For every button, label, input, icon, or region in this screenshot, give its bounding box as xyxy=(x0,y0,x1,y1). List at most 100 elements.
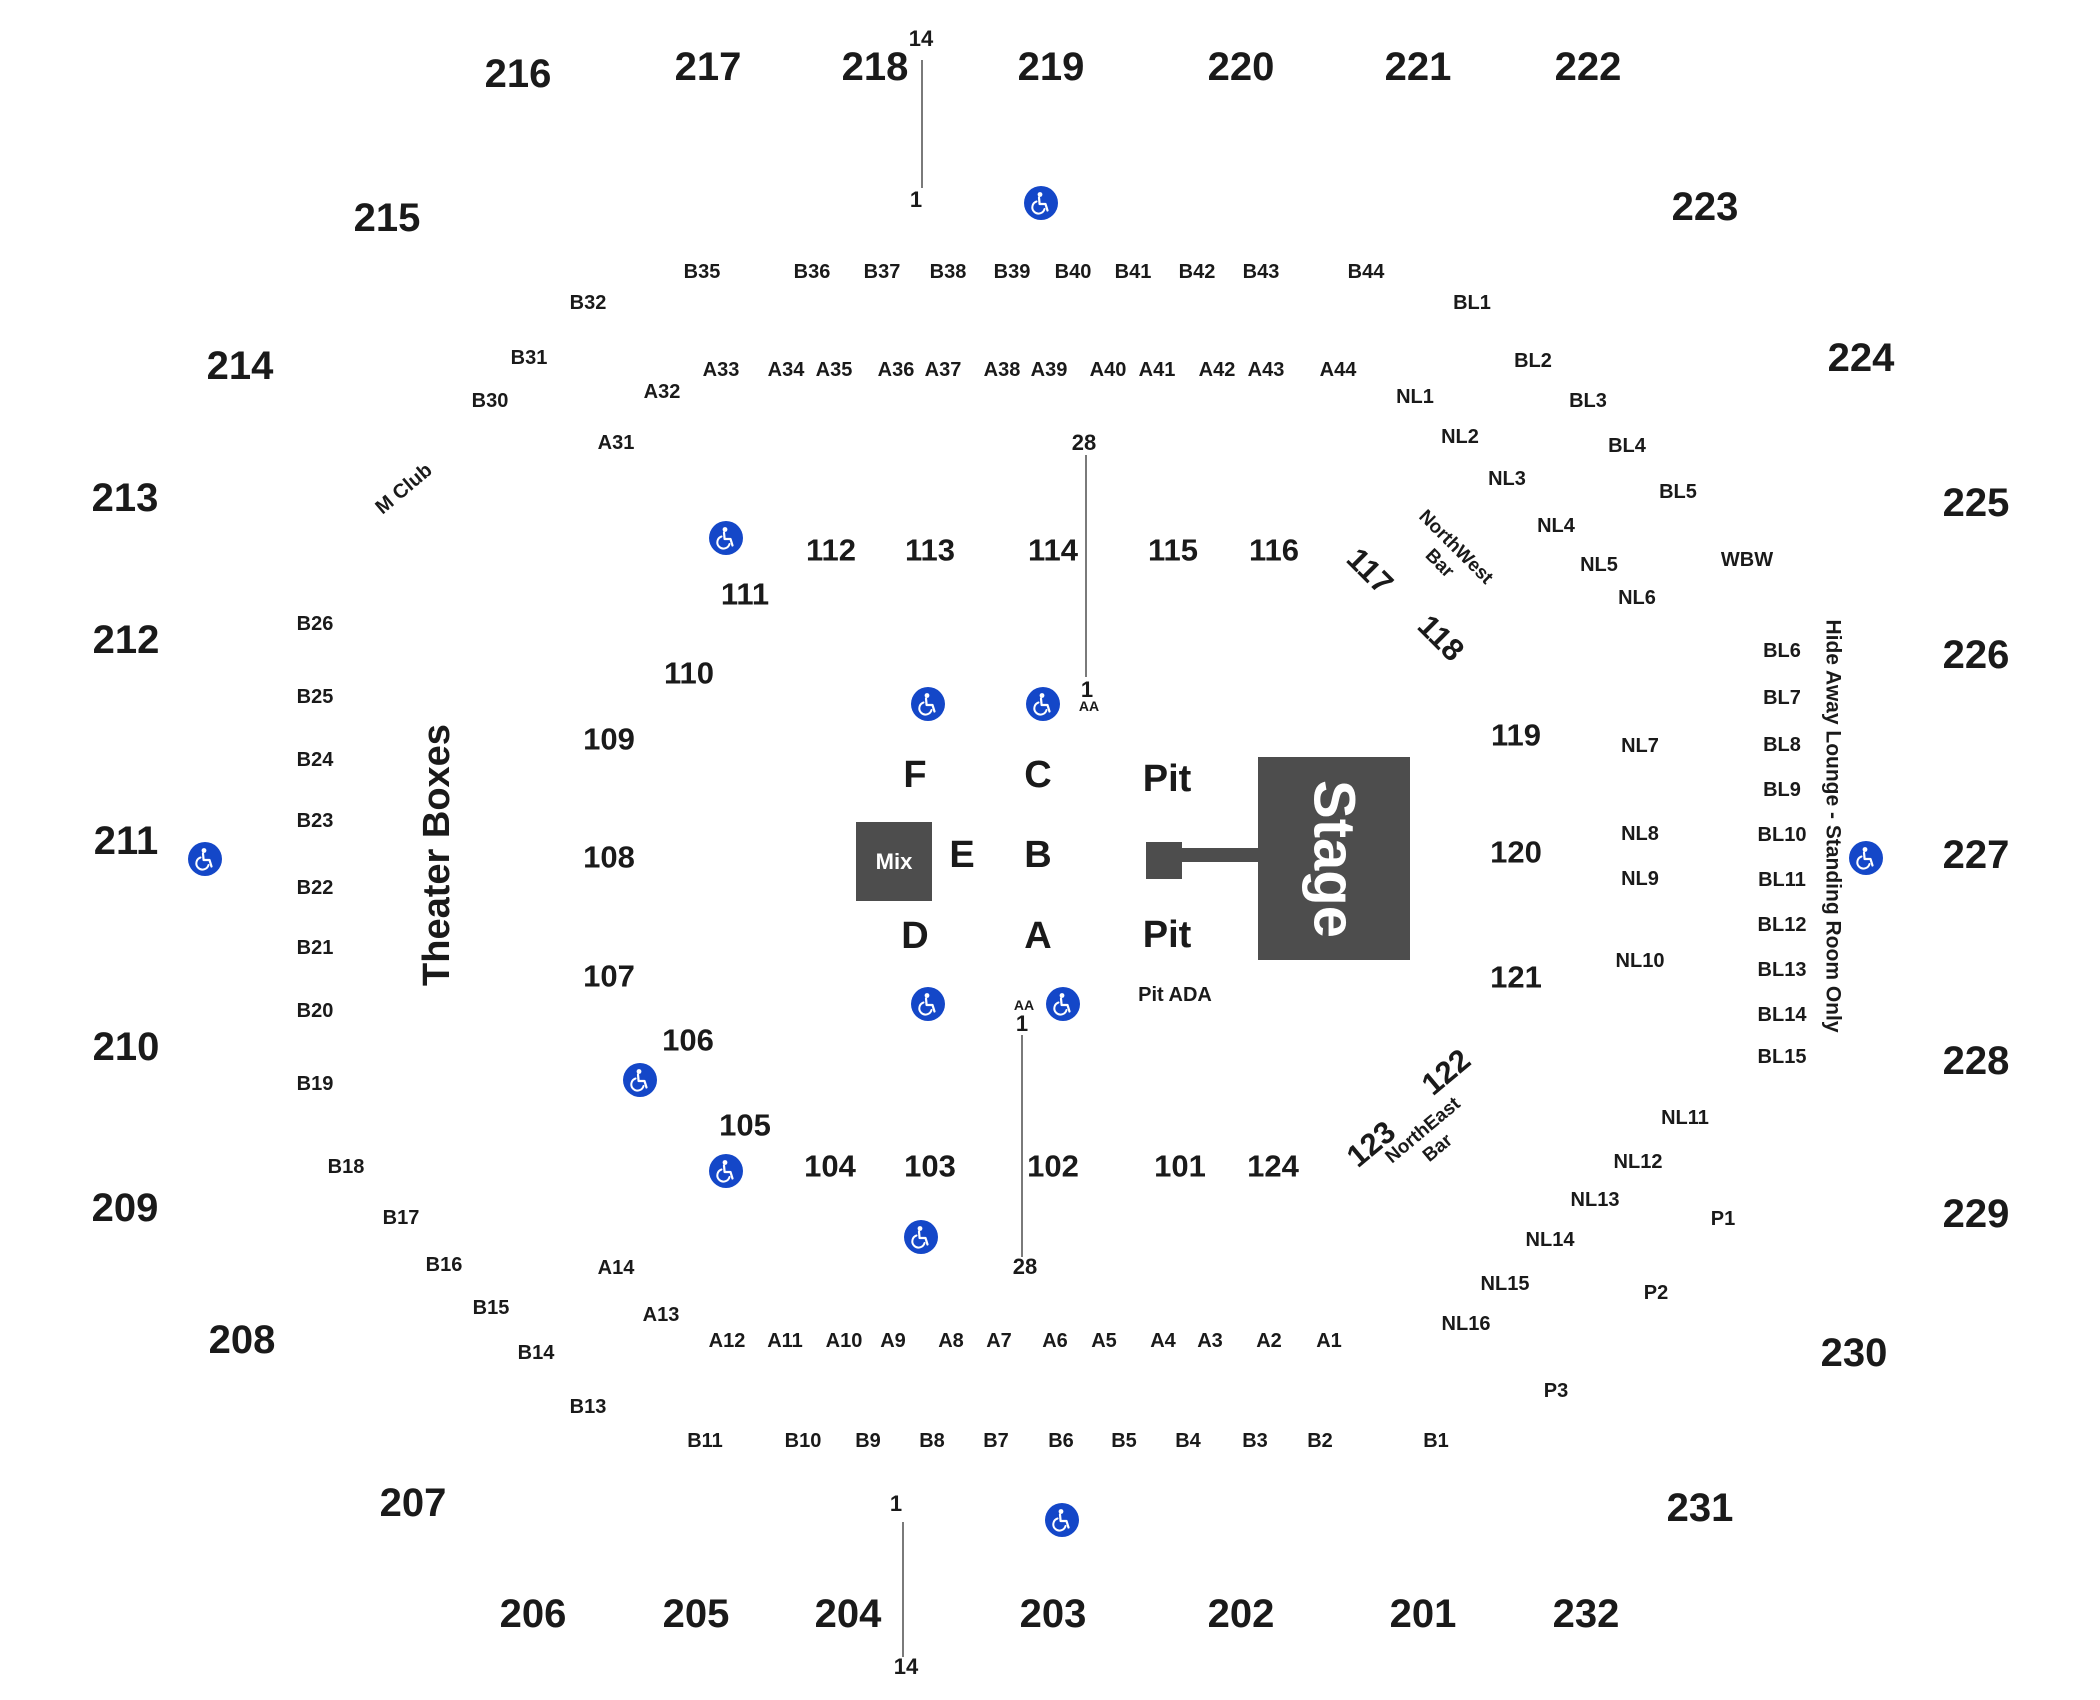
box-a11[interactable]: A11 xyxy=(767,1330,803,1352)
box-nl7[interactable]: NL7 xyxy=(1621,735,1659,757)
section-232[interactable]: 232 xyxy=(1552,1592,1620,1636)
box-bl4[interactable]: BL4 xyxy=(1608,435,1646,457)
box-nl13[interactable]: NL13 xyxy=(1570,1189,1620,1211)
section-224[interactable]: 224 xyxy=(1827,336,1895,380)
northwest-bar-label[interactable]: NorthWest Bar xyxy=(1414,506,1497,589)
pit-section-south[interactable]: Pit xyxy=(1142,914,1192,956)
floor-section-d[interactable]: D xyxy=(901,915,929,957)
box-bl14[interactable]: BL14 xyxy=(1757,1004,1807,1026)
box-a7[interactable]: A7 xyxy=(986,1330,1012,1352)
box-b17[interactable]: B17 xyxy=(382,1207,420,1229)
box-b4[interactable]: B4 xyxy=(1175,1430,1201,1452)
section-111[interactable]: 111 xyxy=(720,576,770,612)
box-a41[interactable]: A41 xyxy=(1138,359,1176,381)
box-a5[interactable]: A5 xyxy=(1091,1330,1117,1352)
box-p1[interactable]: P1 xyxy=(1710,1208,1736,1230)
section-229[interactable]: 229 xyxy=(1942,1192,2010,1236)
section-215[interactable]: 215 xyxy=(353,196,421,240)
box-b35[interactable]: B35 xyxy=(683,261,721,283)
box-bl6[interactable]: BL6 xyxy=(1763,640,1801,662)
box-b43[interactable]: B43 xyxy=(1242,261,1280,283)
box-b19[interactable]: B19 xyxy=(296,1073,334,1095)
box-a36[interactable]: A36 xyxy=(877,359,915,381)
box-b40[interactable]: B40 xyxy=(1054,261,1092,283)
section-223[interactable]: 223 xyxy=(1671,185,1739,229)
box-p2[interactable]: P2 xyxy=(1643,1282,1669,1304)
section-117[interactable]: 117 xyxy=(1339,540,1401,602)
box-a34[interactable]: A34 xyxy=(767,359,805,381)
section-225[interactable]: 225 xyxy=(1942,481,2010,525)
box-nl11[interactable]: NL11 xyxy=(1661,1107,1709,1129)
box-a35[interactable]: A35 xyxy=(815,359,853,381)
box-a33[interactable]: A33 xyxy=(702,359,740,381)
box-b14[interactable]: B14 xyxy=(517,1342,555,1364)
box-nl8[interactable]: NL8 xyxy=(1621,823,1659,845)
box-b21[interactable]: B21 xyxy=(296,937,334,959)
box-nl16[interactable]: NL16 xyxy=(1441,1313,1491,1335)
box-b3[interactable]: B3 xyxy=(1242,1430,1268,1452)
box-a40[interactable]: A40 xyxy=(1089,359,1127,381)
box-b20[interactable]: B20 xyxy=(296,1000,334,1022)
floor-section-f[interactable]: F xyxy=(903,754,927,796)
box-b24[interactable]: B24 xyxy=(296,749,334,771)
box-b7[interactable]: B7 xyxy=(983,1430,1009,1452)
box-a43[interactable]: A43 xyxy=(1247,359,1285,381)
section-114[interactable]: 114 xyxy=(1027,532,1079,568)
box-nl3[interactable]: NL3 xyxy=(1488,468,1526,490)
box-nl4[interactable]: NL4 xyxy=(1537,515,1575,537)
section-124[interactable]: 124 xyxy=(1247,1148,1299,1184)
section-217[interactable]: 217 xyxy=(674,45,742,89)
theater-boxes-label[interactable]: Theater Boxes xyxy=(416,724,458,986)
section-216[interactable]: 216 xyxy=(484,52,552,96)
box-b23[interactable]: B23 xyxy=(296,810,334,832)
section-112[interactable]: 112 xyxy=(805,532,857,568)
section-101[interactable]: 101 xyxy=(1154,1148,1206,1184)
section-207[interactable]: 207 xyxy=(379,1481,447,1525)
box-bl1[interactable]: BL1 xyxy=(1453,292,1491,314)
box-a37[interactable]: A37 xyxy=(924,359,962,381)
box-b6[interactable]: B6 xyxy=(1048,1430,1074,1452)
section-218[interactable]: 218 xyxy=(841,45,909,89)
box-a38[interactable]: A38 xyxy=(983,359,1021,381)
section-202[interactable]: 202 xyxy=(1207,1592,1275,1636)
section-231[interactable]: 231 xyxy=(1666,1486,1734,1530)
section-104[interactable]: 104 xyxy=(804,1148,856,1184)
section-221[interactable]: 221 xyxy=(1384,45,1452,89)
box-nl1[interactable]: NL1 xyxy=(1396,386,1434,408)
floor-section-a[interactable]: A xyxy=(1024,915,1052,957)
section-230[interactable]: 230 xyxy=(1820,1331,1888,1375)
box-b18[interactable]: B18 xyxy=(327,1156,365,1178)
box-a3[interactable]: A3 xyxy=(1197,1330,1223,1352)
hide-away-lounge-label[interactable]: Hide Away Lounge - Standing Room Only xyxy=(1821,619,1845,1033)
section-227[interactable]: 227 xyxy=(1942,833,2010,877)
section-119[interactable]: 119 xyxy=(1490,717,1542,753)
section-204[interactable]: 204 xyxy=(814,1592,882,1636)
box-b5[interactable]: B5 xyxy=(1111,1430,1137,1452)
floor-section-b[interactable]: B xyxy=(1024,834,1052,876)
section-203[interactable]: 203 xyxy=(1019,1592,1087,1636)
box-a6[interactable]: A6 xyxy=(1042,1330,1068,1352)
box-a10[interactable]: A10 xyxy=(825,1330,863,1352)
box-b44[interactable]: B44 xyxy=(1347,261,1385,283)
box-a44[interactable]: A44 xyxy=(1319,359,1357,381)
section-214[interactable]: 214 xyxy=(206,344,274,388)
section-205[interactable]: 205 xyxy=(662,1592,730,1636)
box-nl14[interactable]: NL14 xyxy=(1525,1229,1575,1251)
section-220[interactable]: 220 xyxy=(1207,45,1275,89)
box-b15[interactable]: B15 xyxy=(472,1297,510,1319)
box-a14[interactable]: A14 xyxy=(597,1257,635,1279)
box-b22[interactable]: B22 xyxy=(296,877,334,899)
box-a31[interactable]: A31 xyxy=(597,432,635,454)
section-209[interactable]: 209 xyxy=(91,1186,159,1230)
box-bl15[interactable]: BL15 xyxy=(1757,1046,1807,1068)
section-103[interactable]: 103 xyxy=(904,1148,956,1184)
section-210[interactable]: 210 xyxy=(92,1025,160,1069)
box-b38[interactable]: B38 xyxy=(929,261,967,283)
box-nl5[interactable]: NL5 xyxy=(1580,554,1618,576)
box-b11[interactable]: B11 xyxy=(687,1430,723,1452)
box-b31[interactable]: B31 xyxy=(510,347,548,369)
section-228[interactable]: 228 xyxy=(1942,1039,2010,1083)
section-208[interactable]: 208 xyxy=(208,1318,276,1362)
box-b9[interactable]: B9 xyxy=(855,1430,881,1452)
box-bl5[interactable]: BL5 xyxy=(1659,481,1697,503)
